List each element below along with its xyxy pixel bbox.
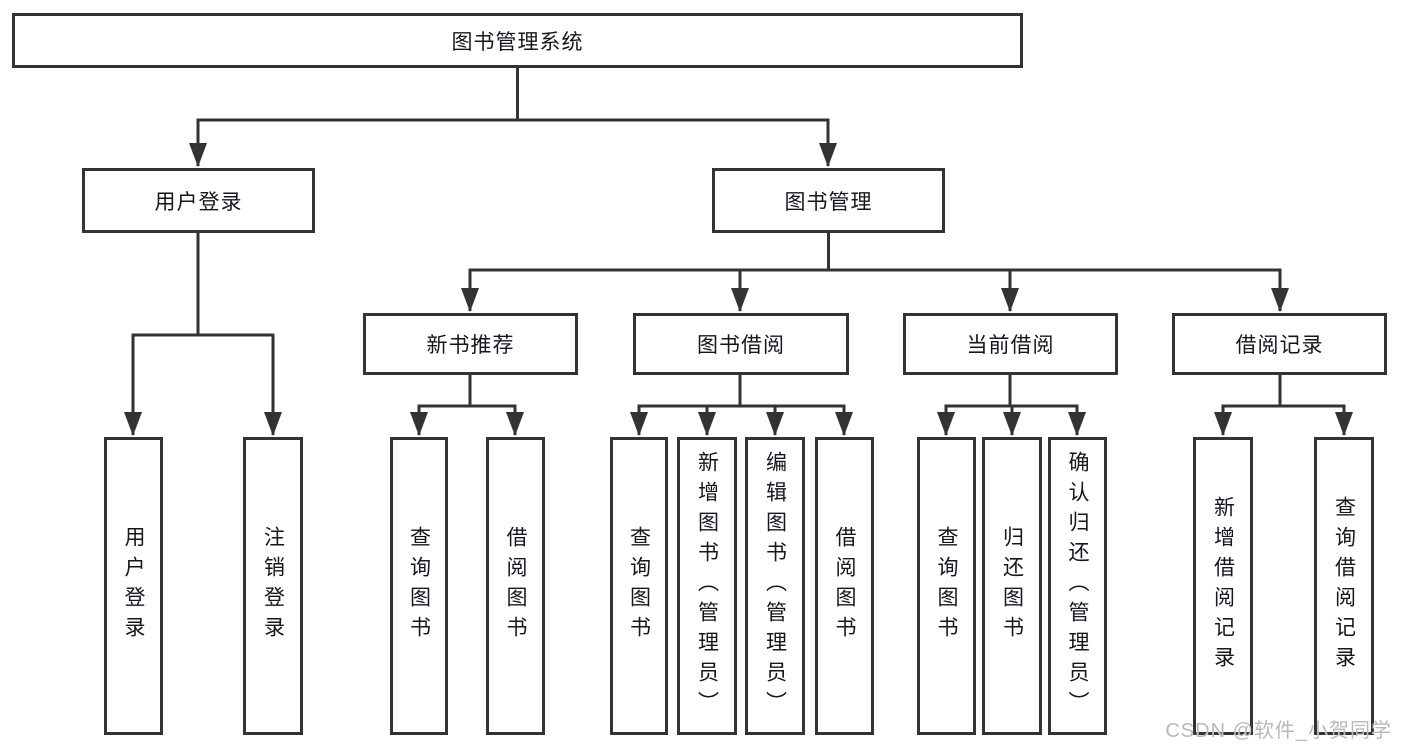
node-root-system: 图书管理系统 (12, 13, 1023, 68)
node-leaf-add-borrow-record: 新增借阅记录 (1193, 437, 1253, 735)
node-leaf-query-books-3: 查询图书 (917, 437, 976, 735)
node-leaf-query-borrow-record: 查询借阅记录 (1314, 437, 1374, 735)
node-leaf-add-book-admin: 新增图书（管理员） (677, 437, 737, 735)
node-new-book-recommend: 新书推荐 (363, 313, 578, 375)
node-leaf-confirm-return-admin: 确认归还（管理员） (1048, 437, 1107, 735)
node-leaf-return-book: 归还图书 (982, 437, 1042, 735)
node-current-borrow: 当前借阅 (903, 313, 1118, 375)
node-borrow-records: 借阅记录 (1172, 313, 1387, 375)
node-leaf-borrow-books-1: 借阅图书 (486, 437, 545, 735)
watermark: CSDN @软件_小贺同学 (1165, 720, 1392, 742)
node-leaf-query-books-2: 查询图书 (610, 437, 668, 735)
node-user-login: 用户登录 (82, 168, 315, 233)
node-leaf-borrow-books-2: 借阅图书 (815, 437, 874, 735)
node-book-management: 图书管理 (712, 168, 945, 233)
node-leaf-user-login: 用户登录 (104, 437, 163, 735)
node-leaf-logout: 注销登录 (243, 437, 303, 735)
node-leaf-query-books-1: 查询图书 (390, 437, 448, 735)
node-book-borrow: 图书借阅 (633, 313, 849, 375)
node-leaf-edit-book-admin: 编辑图书（管理员） (745, 437, 805, 735)
